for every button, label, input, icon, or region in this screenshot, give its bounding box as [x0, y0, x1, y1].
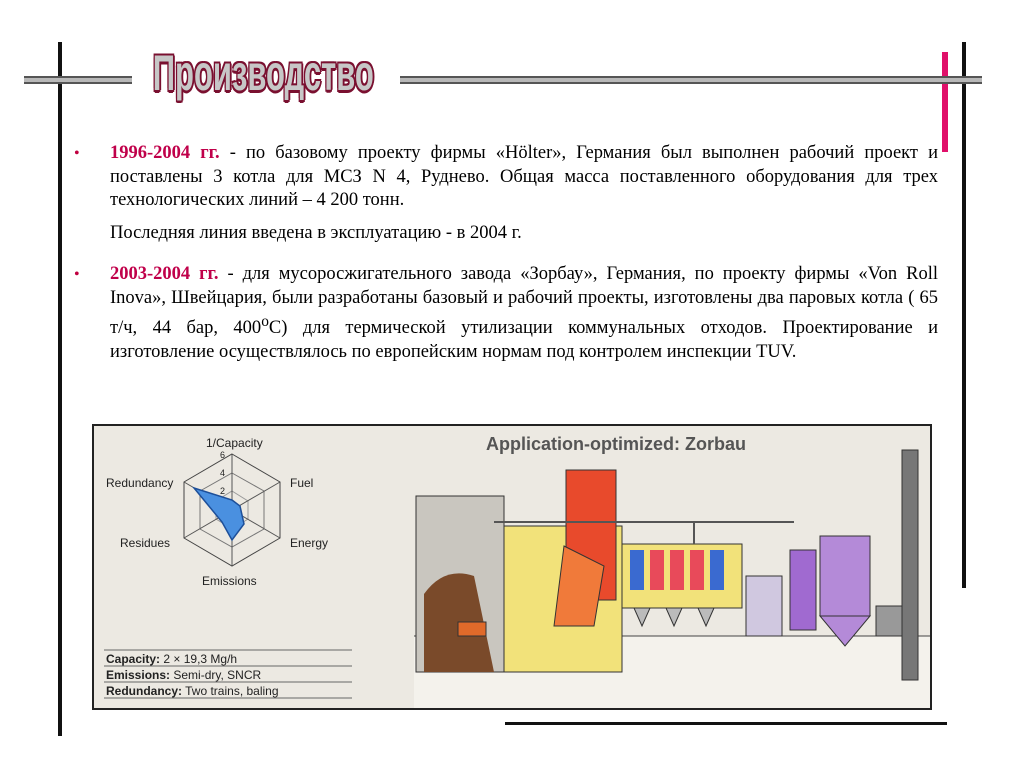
- list-item: • 2003-2004 гг. - для мусоросжигательног…: [72, 263, 938, 364]
- radar-label-energy: Energy: [290, 536, 329, 550]
- radar-tick: 4: [220, 468, 226, 478]
- item-extra: Последняя линия введена в эксплуатацию -…: [110, 222, 522, 243]
- spec-redundancy: Redundancy: Two trains, baling: [106, 684, 279, 698]
- bullet-list: • 1996-2004 гг. - по базовому проекту фи…: [72, 142, 938, 364]
- item-text-end: С) для термической утилизации коммунальн…: [110, 318, 939, 362]
- radar-tick: 2: [220, 486, 226, 496]
- frame-bottom-line: [505, 722, 947, 725]
- truck-icon: [457, 621, 487, 637]
- radar-tick: 6: [220, 450, 226, 460]
- radar-label-capacity: 1/Capacity: [206, 436, 263, 450]
- title-bar-right: [400, 76, 982, 84]
- spec-capacity: Capacity: 2 × 19,3 Mg/h: [106, 652, 238, 666]
- item-text: - для мусоросжигательного завода «Зорбау…: [110, 264, 938, 339]
- page-title: Производство: [152, 45, 374, 101]
- radar-label-fuel: Fuel: [290, 476, 314, 490]
- radar-label-emissions: Emissions: [202, 574, 257, 588]
- degree-superscript: о: [261, 313, 269, 330]
- radar-label-residues: Residues: [120, 536, 171, 550]
- accent-bar: [942, 52, 948, 152]
- scrubber: [789, 549, 817, 631]
- list-item: • 1996-2004 гг. - по базовому проекту фи…: [72, 142, 938, 213]
- title-bar-left: [24, 76, 132, 84]
- item-year: 2003-2004 гг.: [110, 264, 219, 284]
- plant-illustration: [104, 449, 930, 708]
- figure-title: Application-optimized: Zorbau: [486, 434, 746, 454]
- bullet-icon: •: [74, 145, 80, 162]
- item-text: - по базовому проекту фирмы «Hölter», Ге…: [110, 143, 938, 210]
- filter: [819, 535, 871, 617]
- bullet-icon: •: [74, 266, 80, 283]
- radar-area: [191, 486, 245, 542]
- plant-figure: Application-optimized: Zorbau 1/Capacity…: [92, 424, 932, 710]
- radar-label-redundancy: Redundancy: [106, 476, 174, 490]
- spec-emissions: Emissions: Semi-dry, SNCR: [106, 668, 262, 682]
- chimney: [901, 449, 919, 681]
- radar-chart: [183, 453, 281, 567]
- frame-right-line: [962, 42, 966, 588]
- item-year: 1996-2004 гг.: [110, 143, 220, 163]
- frame-left-line: [58, 42, 62, 736]
